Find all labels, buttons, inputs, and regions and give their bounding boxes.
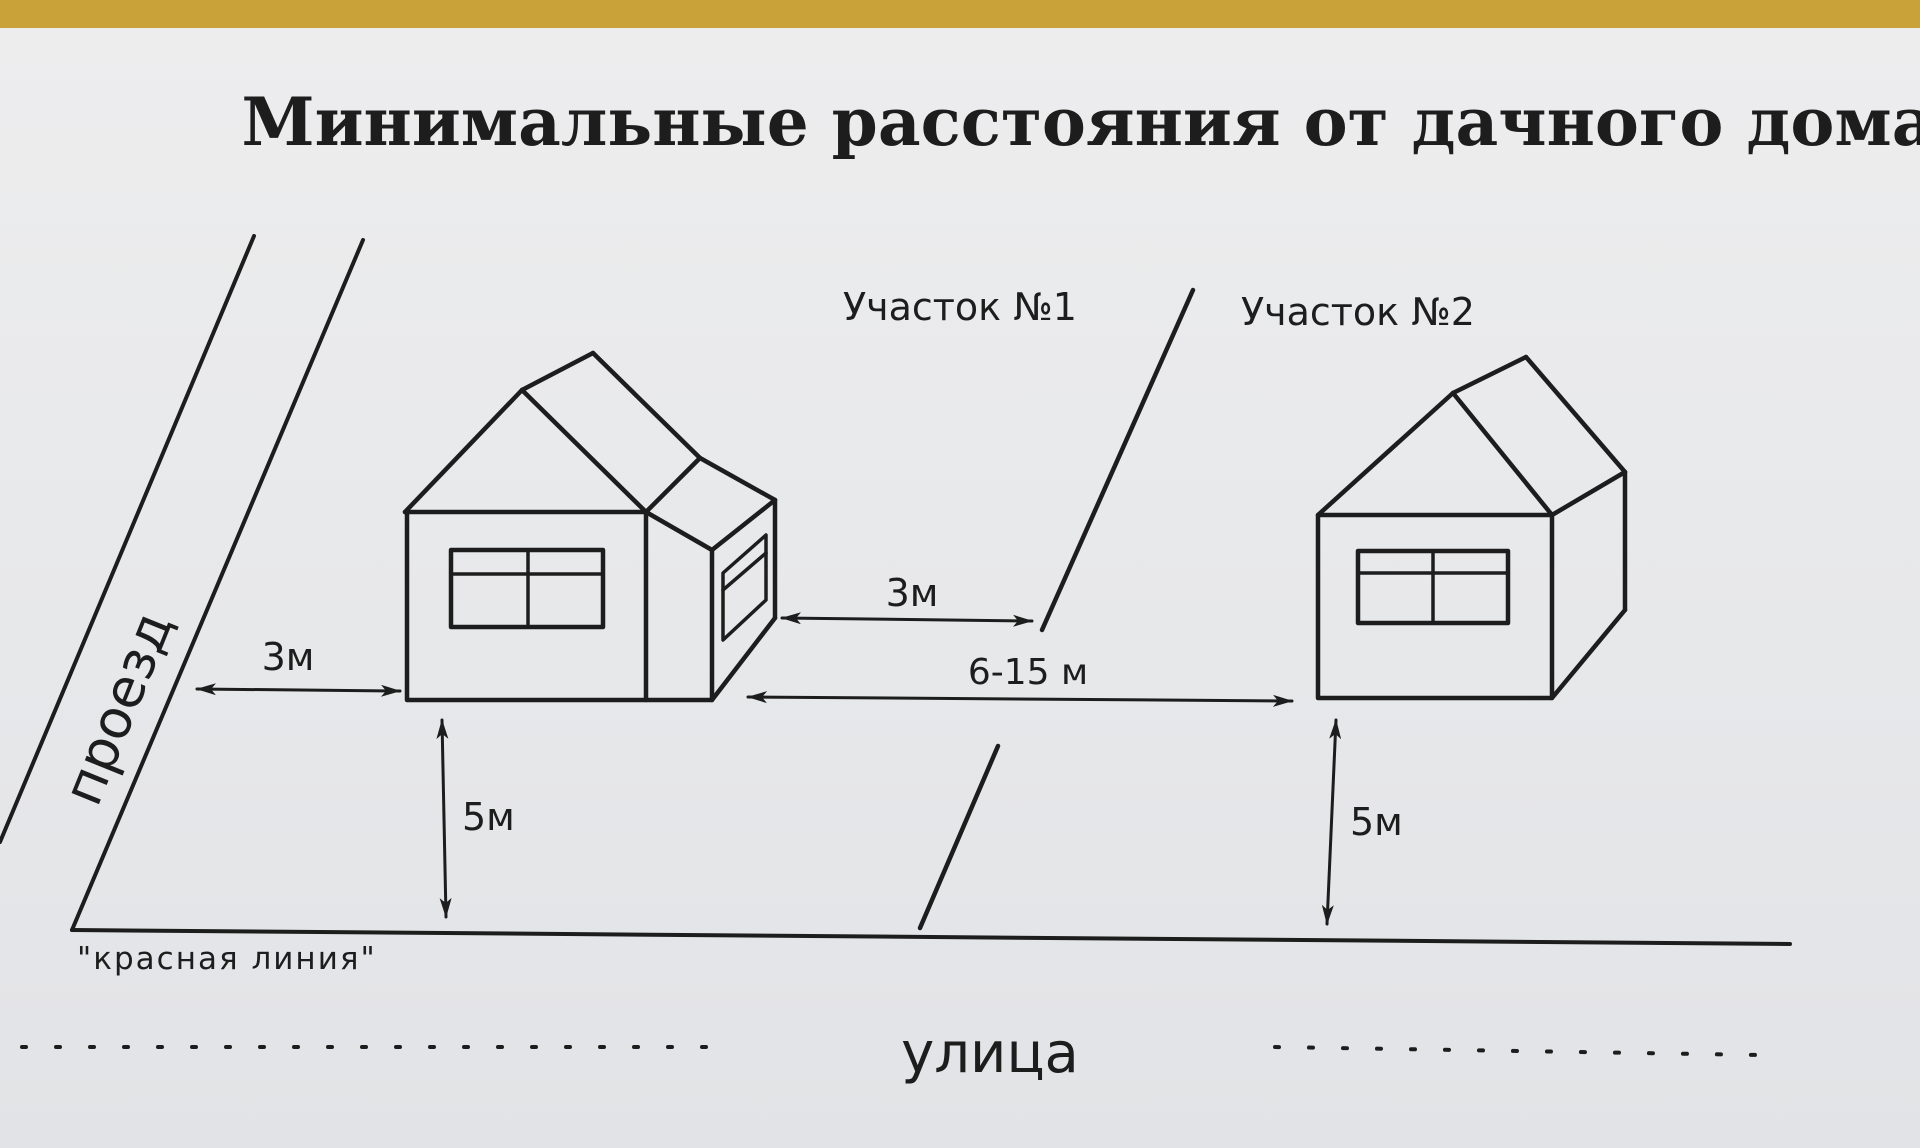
label-red-line-right: 5м	[1350, 800, 1403, 844]
red-line	[70, 928, 1792, 946]
label-boundary-distance: 3м	[886, 571, 939, 615]
arrow-red-line-left	[436, 718, 452, 919]
label-red-line-left: 5м	[462, 795, 515, 839]
diagram-card	[0, 28, 1920, 1148]
arrow-between-houses	[746, 691, 1294, 707]
house-2	[1315, 354, 1628, 701]
plot1-label: Участок №1	[843, 285, 1077, 329]
house-1	[402, 350, 778, 703]
plot2-label: Участок №2	[1241, 290, 1475, 334]
arrow-red-line-right	[1321, 718, 1342, 926]
label-driveway-distance: 3м	[262, 635, 315, 679]
street-label: улица	[901, 1021, 1079, 1086]
street-dashed-line-right	[1273, 1045, 1762, 1057]
arrow-driveway-distance	[195, 683, 402, 697]
driveway-lines	[0, 234, 365, 932]
page-title: Минимальные расстояния от дачного дома	[242, 83, 1920, 161]
arrow-boundary-distance	[780, 612, 1034, 627]
label-between-houses: 6-15 м	[968, 652, 1088, 693]
plot-boundary	[917, 287, 1196, 931]
red-line-label: "красная линия"	[77, 941, 377, 977]
